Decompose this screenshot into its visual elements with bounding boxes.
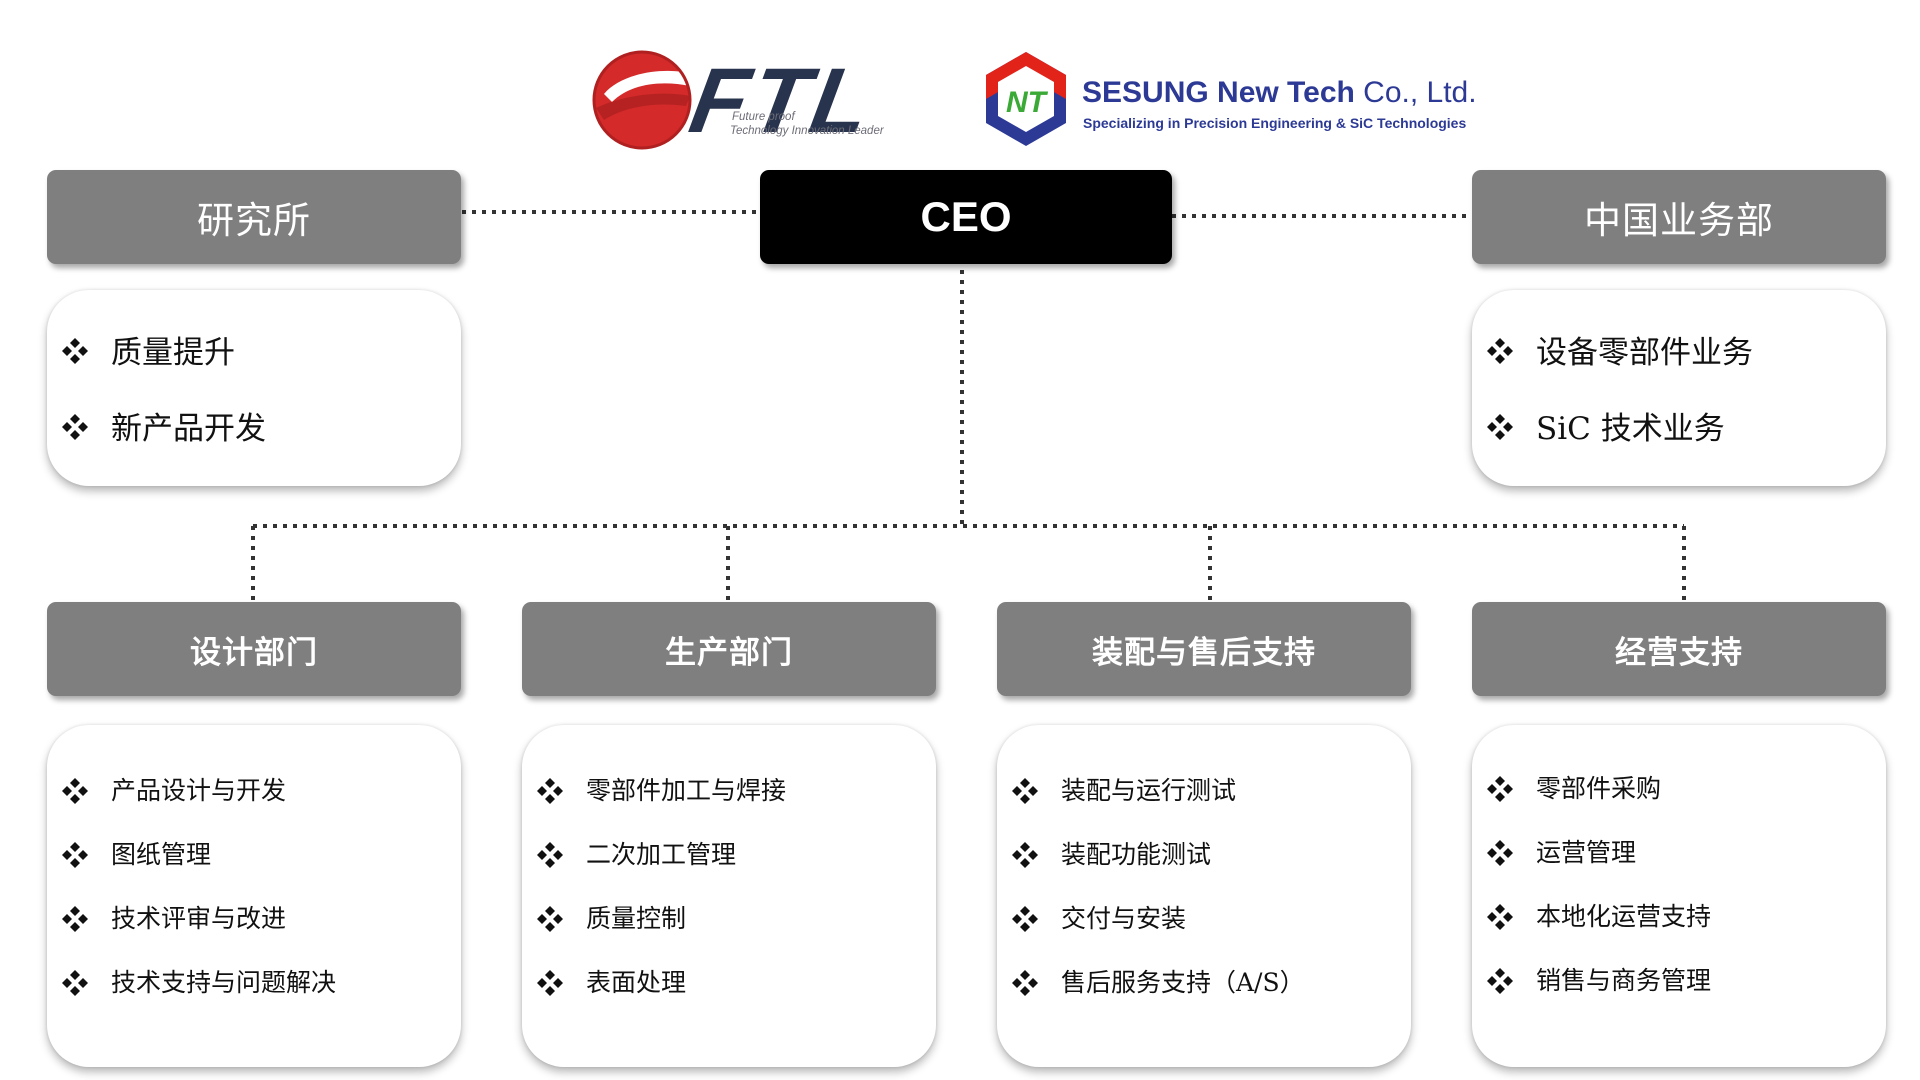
assembly-service-header: 装配与售后支持 <box>997 602 1411 696</box>
research-header: 研究所 <box>47 170 461 264</box>
list-item: 零部件加工与焊接 <box>536 757 926 821</box>
ftl-wordmark: FTL <box>683 49 882 152</box>
china-business-card: 设备零部件业务 SiC 技术业务 <box>1472 290 1886 486</box>
list-item: 质量控制 <box>536 885 926 949</box>
diamond-bullet-icon <box>537 842 563 868</box>
list-item-label: 二次加工管理 <box>586 840 737 869</box>
assembly-item-list: 装配与运行测试 装配功能测试 交付与安装 售后服务支持（A/S） <box>1011 757 1401 1013</box>
list-item-label: 装配功能测试 <box>1061 840 1212 869</box>
list-item-label: 技术支持与问题解决 <box>111 968 337 997</box>
diamond-bullet-icon <box>537 778 563 804</box>
design-item-list: 产品设计与开发 图纸管理 技术评审与改进 技术支持与问题解决 <box>61 757 451 1013</box>
business-support-header: 经营支持 <box>1472 602 1886 696</box>
sesung-name-suffix: Co., Ltd. <box>1354 76 1477 109</box>
list-item-label: 表面处理 <box>586 968 687 997</box>
diamond-bullet-icon <box>62 338 88 364</box>
list-item: 销售与商务管理 <box>1486 947 1876 1011</box>
list-item: SiC 技术业务 <box>1486 387 1876 463</box>
list-item: 本地化运营支持 <box>1486 883 1876 947</box>
list-item-label: 技术评审与改进 <box>111 904 287 933</box>
ftl-swoosh-icon <box>592 50 694 150</box>
design-department-header: 设计部门 <box>47 602 461 696</box>
design-department-label: 设计部门 <box>190 634 318 671</box>
diamond-bullet-icon <box>1487 968 1513 994</box>
list-item-label: 销售与商务管理 <box>1536 966 1712 995</box>
list-item: 质量提升 <box>61 311 451 387</box>
diamond-bullet-icon <box>62 778 88 804</box>
ftl-logo: FTL <box>592 49 882 152</box>
research-item-list: 质量提升 新产品开发 <box>61 311 451 463</box>
ceo-header-label: CEO <box>920 193 1012 240</box>
diamond-bullet-icon <box>62 970 88 996</box>
list-item-label: 装配与运行测试 <box>1061 776 1237 805</box>
production-item-list: 零部件加工与焊接 二次加工管理 质量控制 表面处理 <box>536 757 926 1013</box>
business-support-card: 零部件采购 运营管理 本地化运营支持 销售与商务管理 <box>1472 725 1886 1067</box>
sesung-company-name: SESUNG New Tech Co., Ltd. <box>1082 76 1477 110</box>
list-item-label: 质量提升 <box>111 334 235 371</box>
list-item: 图纸管理 <box>61 821 451 885</box>
sesung-name-bold: SESUNG New Tech <box>1082 76 1355 109</box>
list-item-label: 质量控制 <box>586 904 687 933</box>
list-item-label: 图纸管理 <box>111 840 212 869</box>
diamond-bullet-icon <box>1487 904 1513 930</box>
china-business-item-list: 设备零部件业务 SiC 技术业务 <box>1486 311 1876 463</box>
diamond-bullet-icon <box>537 906 563 932</box>
production-department-label: 生产部门 <box>665 634 793 671</box>
list-item-label: 设备零部件业务 <box>1536 334 1753 371</box>
diamond-bullet-icon <box>1012 842 1038 868</box>
diamond-bullet-icon <box>62 414 88 440</box>
list-item: 技术评审与改进 <box>61 885 451 949</box>
sesung-hexagon-icon: NT <box>986 52 1066 146</box>
diamond-bullet-icon <box>62 906 88 932</box>
business-support-label: 经营支持 <box>1615 634 1743 671</box>
sesung-mark-letters: NT <box>1006 86 1049 119</box>
diamond-bullet-icon <box>1487 776 1513 802</box>
list-item: 设备零部件业务 <box>1486 311 1876 387</box>
production-department-header: 生产部门 <box>522 602 936 696</box>
diamond-bullet-icon <box>62 842 88 868</box>
list-item-label: 新产品开发 <box>111 410 266 447</box>
ftl-tagline: Future proof Technology Innovation Leade… <box>730 110 970 144</box>
ftl-tagline-line1: Future proof <box>732 111 795 123</box>
list-item: 装配功能测试 <box>1011 821 1401 885</box>
sesung-tagline: Specializing in Precision Engineering & … <box>1083 115 1467 131</box>
ftl-tagline-line2: Technology Innovation Leader <box>730 125 884 137</box>
diamond-bullet-icon <box>1487 338 1513 364</box>
assembly-service-label: 装配与售后支持 <box>1092 634 1316 671</box>
china-business-header-label: 中国业务部 <box>1584 199 1774 242</box>
diamond-bullet-icon <box>1487 414 1513 440</box>
diamond-bullet-icon <box>1012 778 1038 804</box>
list-item: 运营管理 <box>1486 819 1876 883</box>
list-item-label: 产品设计与开发 <box>111 776 287 805</box>
research-header-label: 研究所 <box>197 199 311 242</box>
china-business-header: 中国业务部 <box>1472 170 1886 264</box>
list-item: 新产品开发 <box>61 387 451 463</box>
list-item: 表面处理 <box>536 949 926 1013</box>
business-item-list: 零部件采购 运营管理 本地化运营支持 销售与商务管理 <box>1486 755 1876 1011</box>
ceo-header: CEO <box>760 170 1172 264</box>
list-item-label: 本地化运营支持 <box>1536 902 1712 931</box>
list-item-label: 售后服务支持（A/S） <box>1061 968 1305 997</box>
list-item: 售后服务支持（A/S） <box>1011 949 1401 1013</box>
production-department-card: 零部件加工与焊接 二次加工管理 质量控制 表面处理 <box>522 725 936 1067</box>
diamond-bullet-icon <box>1487 840 1513 866</box>
diamond-bullet-icon <box>1012 906 1038 932</box>
list-item-label: 交付与安装 <box>1061 904 1187 933</box>
list-item-label: 零部件采购 <box>1536 774 1662 803</box>
list-item: 装配与运行测试 <box>1011 757 1401 821</box>
diamond-bullet-icon <box>537 970 563 996</box>
design-department-card: 产品设计与开发 图纸管理 技术评审与改进 技术支持与问题解决 <box>47 725 461 1067</box>
list-item: 技术支持与问题解决 <box>61 949 451 1013</box>
list-item: 二次加工管理 <box>536 821 926 885</box>
list-item: 产品设计与开发 <box>61 757 451 821</box>
list-item-label: SiC 技术业务 <box>1536 410 1725 447</box>
list-item-label: 运营管理 <box>1536 838 1637 867</box>
assembly-service-card: 装配与运行测试 装配功能测试 交付与安装 售后服务支持（A/S） <box>997 725 1411 1067</box>
list-item: 零部件采购 <box>1486 755 1876 819</box>
diamond-bullet-icon <box>1012 970 1038 996</box>
list-item: 交付与安装 <box>1011 885 1401 949</box>
research-card: 质量提升 新产品开发 <box>47 290 461 486</box>
list-item-label: 零部件加工与焊接 <box>586 776 787 805</box>
